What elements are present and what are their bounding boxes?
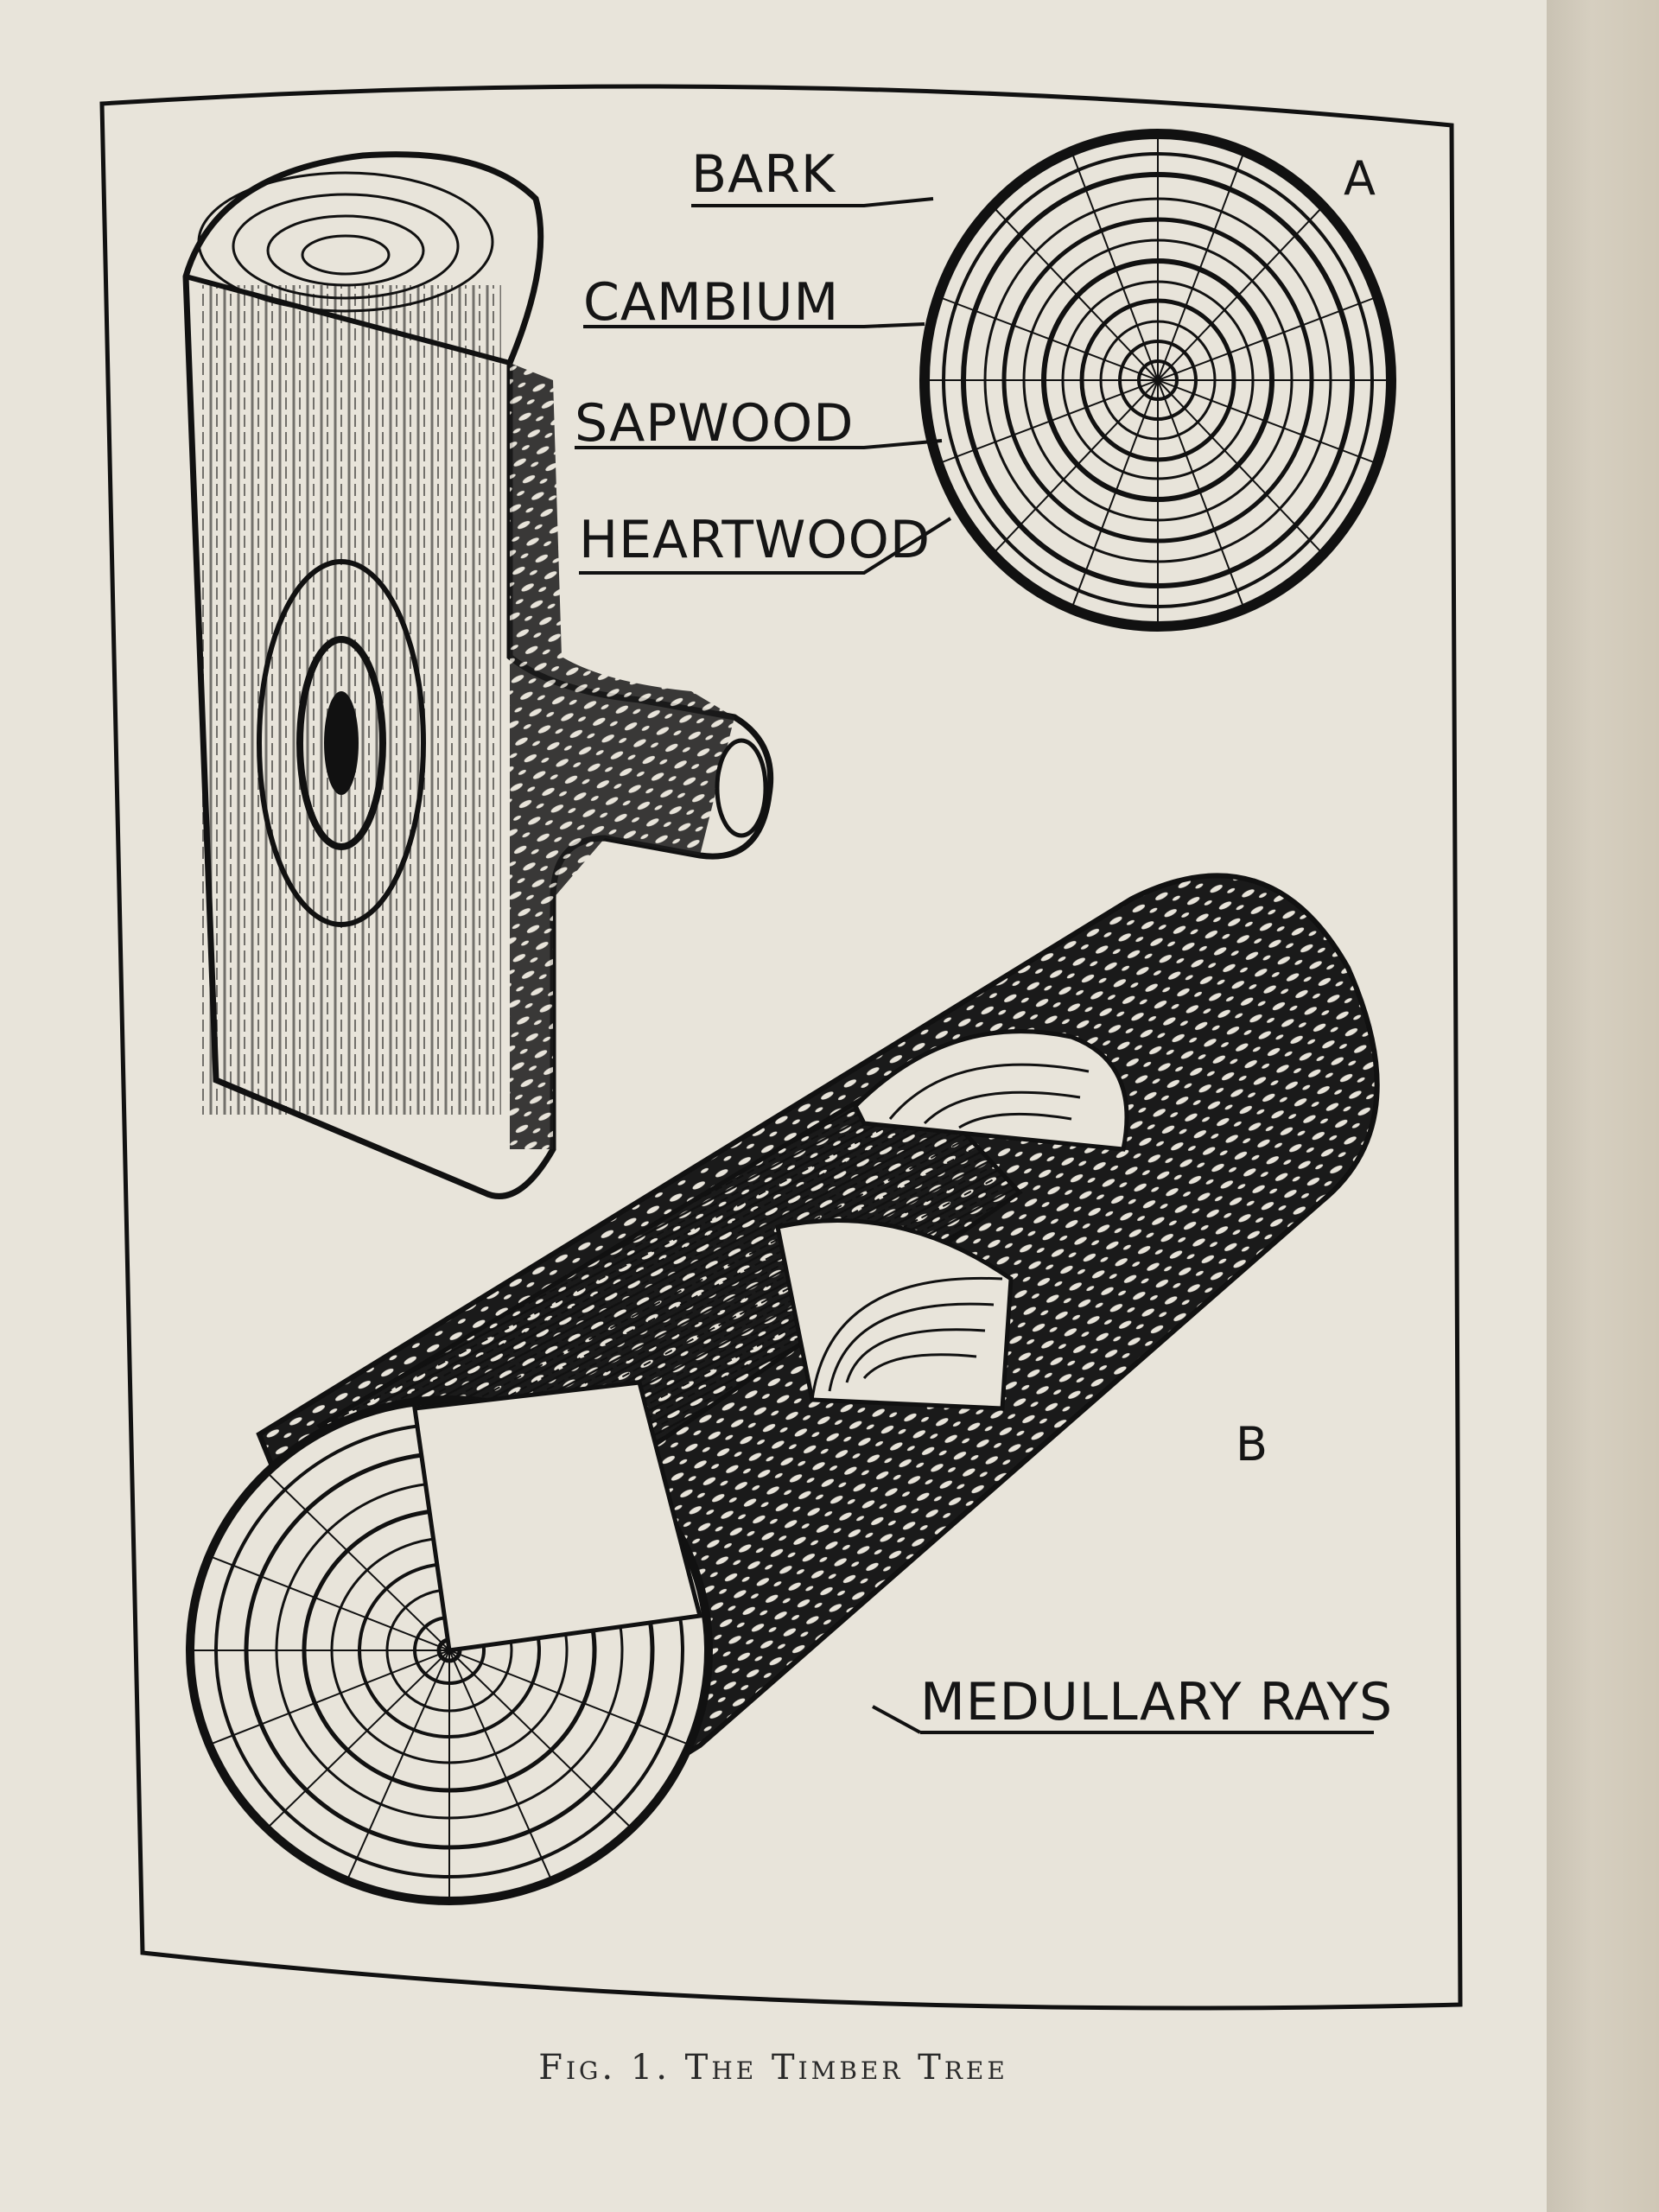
label-heartwood: HEARTWOOD xyxy=(579,510,931,570)
log-cutaway-illustration xyxy=(186,873,1380,1905)
label-bark: BARK xyxy=(691,144,836,205)
label-medullary-rays: MEDULLARY RAYS xyxy=(920,1672,1393,1732)
figure-frame xyxy=(99,84,1463,2011)
figure-caption: Fig. 1. The Timber Tree xyxy=(538,2048,1008,2088)
log-end-grain xyxy=(186,1380,713,1905)
cross-section-disc xyxy=(919,129,1396,632)
page-edge xyxy=(1547,0,1659,2212)
label-cambium: CAMBIUM xyxy=(583,272,839,333)
leader-lines xyxy=(575,197,1374,1734)
panel-letter-a: A xyxy=(1344,151,1376,206)
panel-letter-b: B xyxy=(1236,1417,1268,1471)
timber-tree-figure: BARK CAMBIUM SAPWOOD HEARTWOOD A xyxy=(99,84,1463,2011)
label-sapwood: SAPWOOD xyxy=(575,393,854,454)
trunk-section-illustration xyxy=(182,151,774,1199)
